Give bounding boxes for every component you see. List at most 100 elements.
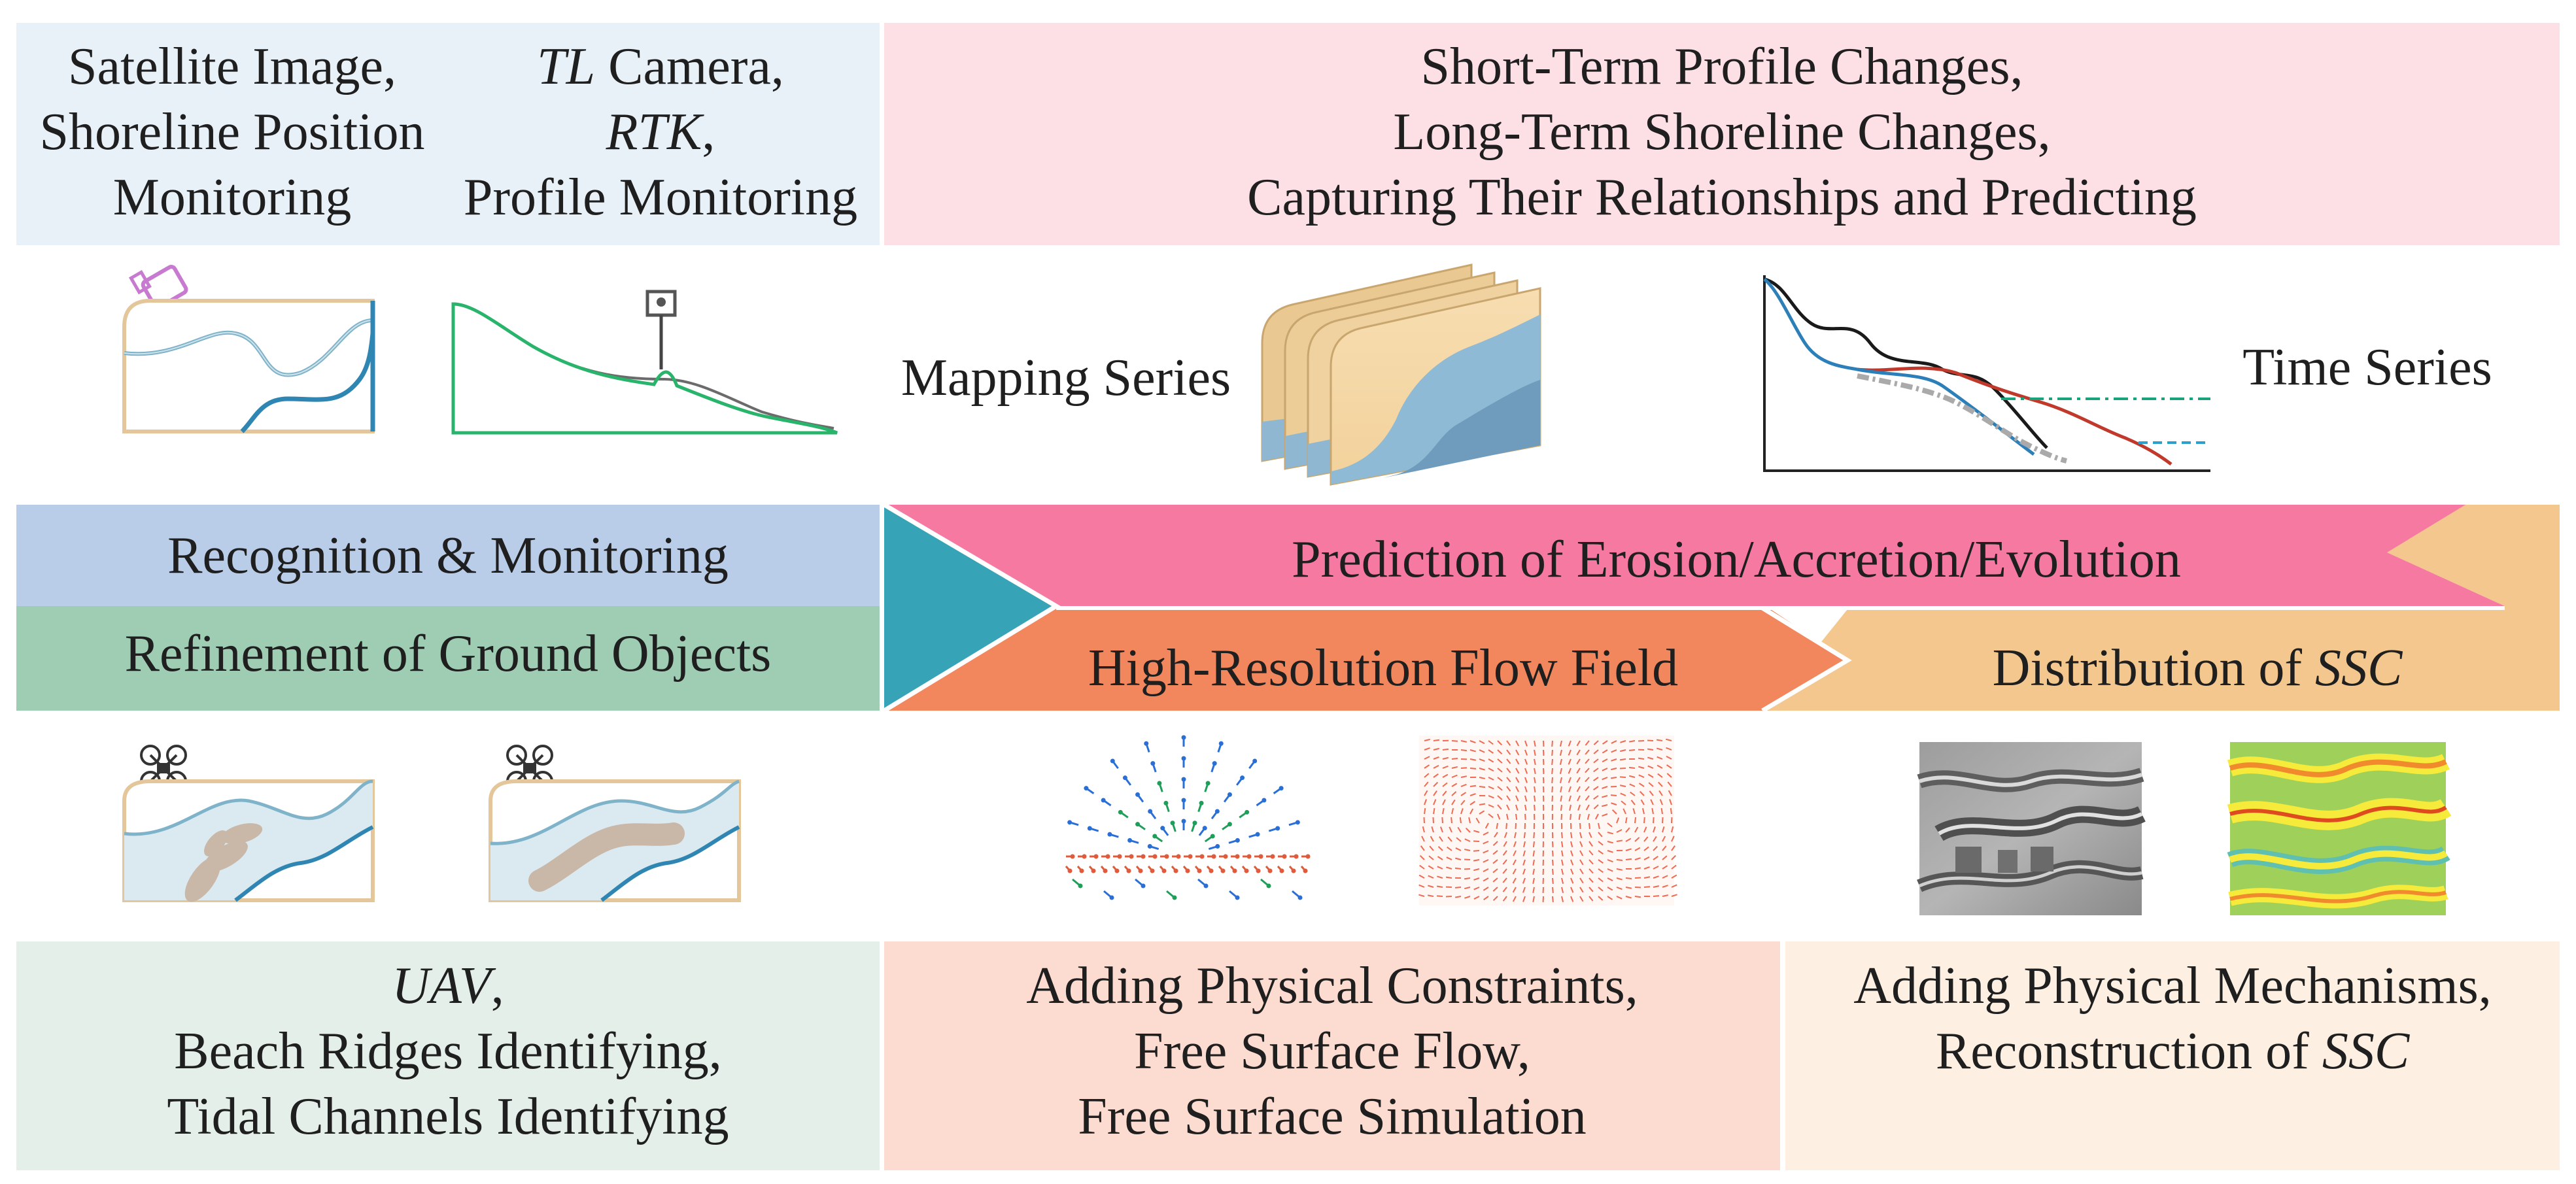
vortex-arrow: [1568, 740, 1571, 747]
top-left-col1-line3: Monitoring: [112, 169, 352, 226]
vortex-arrow: [1424, 799, 1427, 805]
vortex-arrow: [1488, 786, 1494, 790]
vortex-arrow: [1560, 804, 1562, 811]
vortex-arrow: [1638, 766, 1645, 769]
vector-arrow-head: [1232, 868, 1237, 873]
vortex-arrow: [1620, 749, 1626, 753]
prediction-label: Prediction of Erosion/Accretion/Evolutio…: [1292, 531, 2181, 588]
recognition-band: [16, 505, 880, 606]
vector-arrow-head: [1129, 854, 1134, 859]
vortex-arrow: [1524, 813, 1526, 820]
vortex-arrow: [1610, 777, 1617, 779]
vortex-arrow: [1460, 783, 1467, 787]
vortex-arrow: [1589, 868, 1594, 874]
top-right-line2: Long-Term Shoreline Changes,: [1393, 103, 2051, 161]
vortex-arrow: [1560, 786, 1562, 793]
vortex-arrow: [1662, 836, 1666, 842]
vortex-arrow: [1441, 817, 1443, 824]
vector-arrow-head: [1135, 822, 1141, 827]
vortex-arrow: [1647, 748, 1654, 751]
vortex-arrow: [1433, 773, 1439, 778]
vortex-arrow: [1589, 832, 1592, 838]
vortex-arrow: [1620, 740, 1626, 743]
vector-arrow-head: [1079, 868, 1084, 873]
top-right-line3: Capturing Their Relationships and Predic…: [1247, 169, 2197, 226]
vortex-arrow: [1513, 850, 1517, 856]
vortex-arrow: [1433, 739, 1440, 741]
vortex-arrow: [1621, 800, 1626, 805]
vortex-arrow: [1551, 758, 1553, 766]
vortex-arrow: [1551, 740, 1553, 747]
vortex-arrow: [1496, 822, 1498, 830]
vortex-arrow: [1570, 859, 1574, 866]
vortex-arrow: [1634, 837, 1640, 842]
vortex-arrow: [1506, 813, 1509, 820]
vortex-arrow: [1579, 887, 1584, 893]
vortex-arrow: [1570, 887, 1574, 893]
vortex-arrow: [1630, 800, 1636, 805]
vortex-arrow: [1632, 808, 1636, 815]
vortex-arrow: [1611, 809, 1617, 815]
ssc-prefix: Distribution of: [1992, 639, 2315, 697]
vector-arrow-head: [1110, 758, 1115, 764]
vortex-arrow: [1451, 774, 1458, 778]
vortex-arrow: [1667, 781, 1672, 787]
vortex-arrow: [1506, 758, 1511, 764]
vortex-arrow: [1579, 832, 1583, 838]
vortex-arrow: [1429, 845, 1434, 851]
vortex-arrow: [1598, 859, 1604, 864]
vortex-arrow: [1593, 740, 1599, 745]
flow-field-label: High-Resolution Flow Field: [1088, 639, 1679, 697]
vector-arrow-head: [1295, 820, 1300, 825]
vortex-arrow: [1430, 836, 1434, 842]
vector-arrow-head: [1227, 822, 1232, 827]
vortex-arrow: [1551, 795, 1553, 802]
vortex-arrow: [1671, 826, 1674, 833]
vortex-arrow: [1653, 856, 1658, 860]
vortex-arrow: [1534, 777, 1536, 784]
vortex-arrow: [1623, 808, 1626, 815]
vortex-arrow: [1469, 785, 1477, 787]
vector-arrow-head: [1150, 868, 1155, 873]
vortex-arrow: [1506, 740, 1511, 746]
vortex-arrow: [1560, 795, 1562, 802]
vortex-arrow: [1534, 768, 1536, 775]
vortex-arrow: [1451, 766, 1458, 769]
vortex-arrow: [1419, 854, 1425, 860]
vortex-arrow: [1488, 777, 1494, 781]
vortex-arrow: [1561, 859, 1564, 866]
vortex-arrow: [1451, 817, 1452, 824]
vortex-arrow: [1657, 773, 1663, 778]
distribution-ssc-label: Distribution of SSC: [1857, 635, 2537, 701]
vortex-arrow: [1659, 799, 1663, 805]
vortex-arrow: [1611, 758, 1617, 762]
vector-arrow-head: [1181, 819, 1186, 824]
vortex-arrow: [1662, 865, 1668, 870]
vortex-arrow: [1522, 887, 1526, 893]
vortex-arrow: [1497, 749, 1503, 754]
vortex-arrow: [1497, 758, 1503, 764]
camera-profile-icon: [451, 290, 838, 435]
vortex-arrow: [1602, 804, 1608, 807]
vortex-arrow: [1593, 758, 1599, 764]
vortex-arrow: [1577, 795, 1581, 802]
vortex-arrow: [1671, 864, 1677, 870]
vortex-arrow: [1607, 877, 1613, 881]
vortex-arrow: [1485, 822, 1489, 829]
vortex-arrow: [1431, 826, 1434, 833]
vortex-arrow: [1671, 884, 1677, 888]
vortex-arrow: [1469, 808, 1474, 815]
vortex-arrow: [1619, 785, 1626, 787]
vortex-arrow: [1456, 837, 1462, 842]
vortex-arrow: [1662, 894, 1669, 897]
vortex-arrow: [1611, 749, 1617, 753]
vortex-arrow: [1643, 866, 1650, 870]
bottom-right-line1: Adding Physical Mechanisms,: [1853, 957, 2492, 1015]
vortex-arrow: [1625, 817, 1628, 824]
vortex-arrow: [1570, 850, 1573, 856]
vortex-arrow: [1576, 740, 1581, 747]
vortex-arrow: [1424, 807, 1426, 815]
vortex-arrow: [1570, 841, 1573, 847]
vortex-arrow: [1607, 896, 1613, 900]
vector-arrow-head: [1305, 854, 1311, 859]
